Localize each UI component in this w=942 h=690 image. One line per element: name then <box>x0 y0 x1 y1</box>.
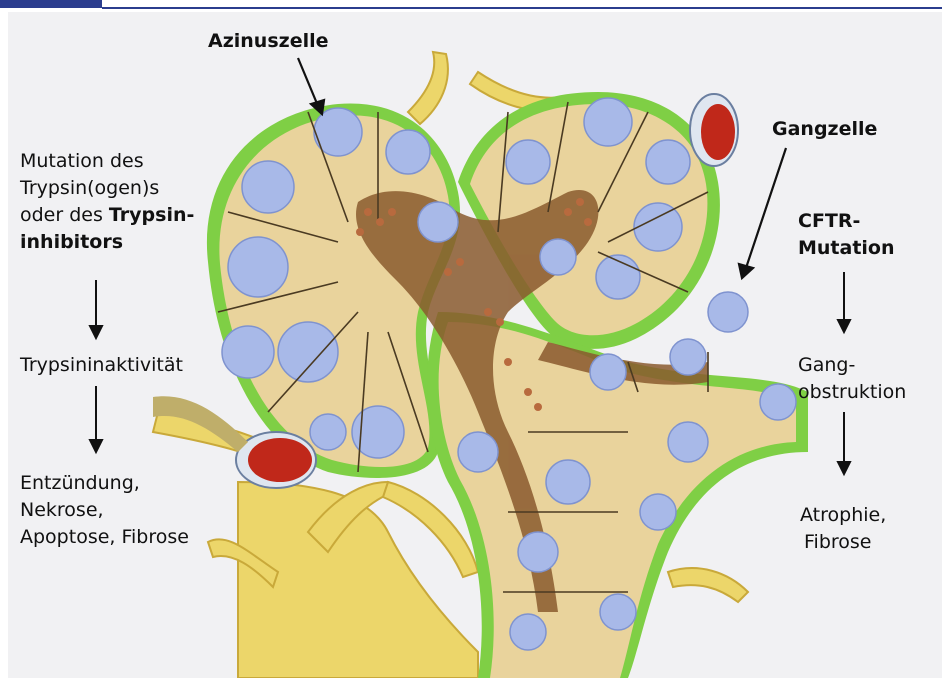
left-outcome-line1: Entzündung, <box>20 470 140 497</box>
right-middle-line2: obstruktion <box>798 379 906 406</box>
pancreas-illustration <box>8 12 942 678</box>
figure-panel: Azinuszelle Gangzelle Mutation des Tryps… <box>8 12 942 678</box>
right-cause-line2: Mutation <box>798 235 895 262</box>
left-cause-line1: Mutation des <box>20 148 144 175</box>
duct-cell-label: Gangzelle <box>772 116 877 143</box>
left-cause-line3-plain: oder des <box>20 204 109 226</box>
header-bar <box>0 0 942 12</box>
left-cause-line3-bold: Trypsin- <box>109 204 194 226</box>
left-cause-line3: oder des Trypsin- <box>20 202 194 229</box>
header-tab <box>0 0 102 8</box>
acinar-cell-label: Azinuszelle <box>208 28 329 55</box>
right-middle-line1: Gang- <box>798 352 855 379</box>
left-cause-line4: inhibitors <box>20 229 123 256</box>
left-outcome-line2: Nekrose, <box>20 497 104 524</box>
left-cause-line2: Trypsin(ogen)s <box>20 175 159 202</box>
right-outcome-line1: Atrophie, <box>800 502 886 529</box>
left-outcome-line3: Apoptose, Fibrose <box>20 524 189 551</box>
header-rule <box>102 7 942 9</box>
right-outcome-line2: Fibrose <box>804 529 872 556</box>
left-middle: Trypsininaktivität <box>20 352 183 379</box>
right-cause-line1: CFTR- <box>798 208 860 235</box>
